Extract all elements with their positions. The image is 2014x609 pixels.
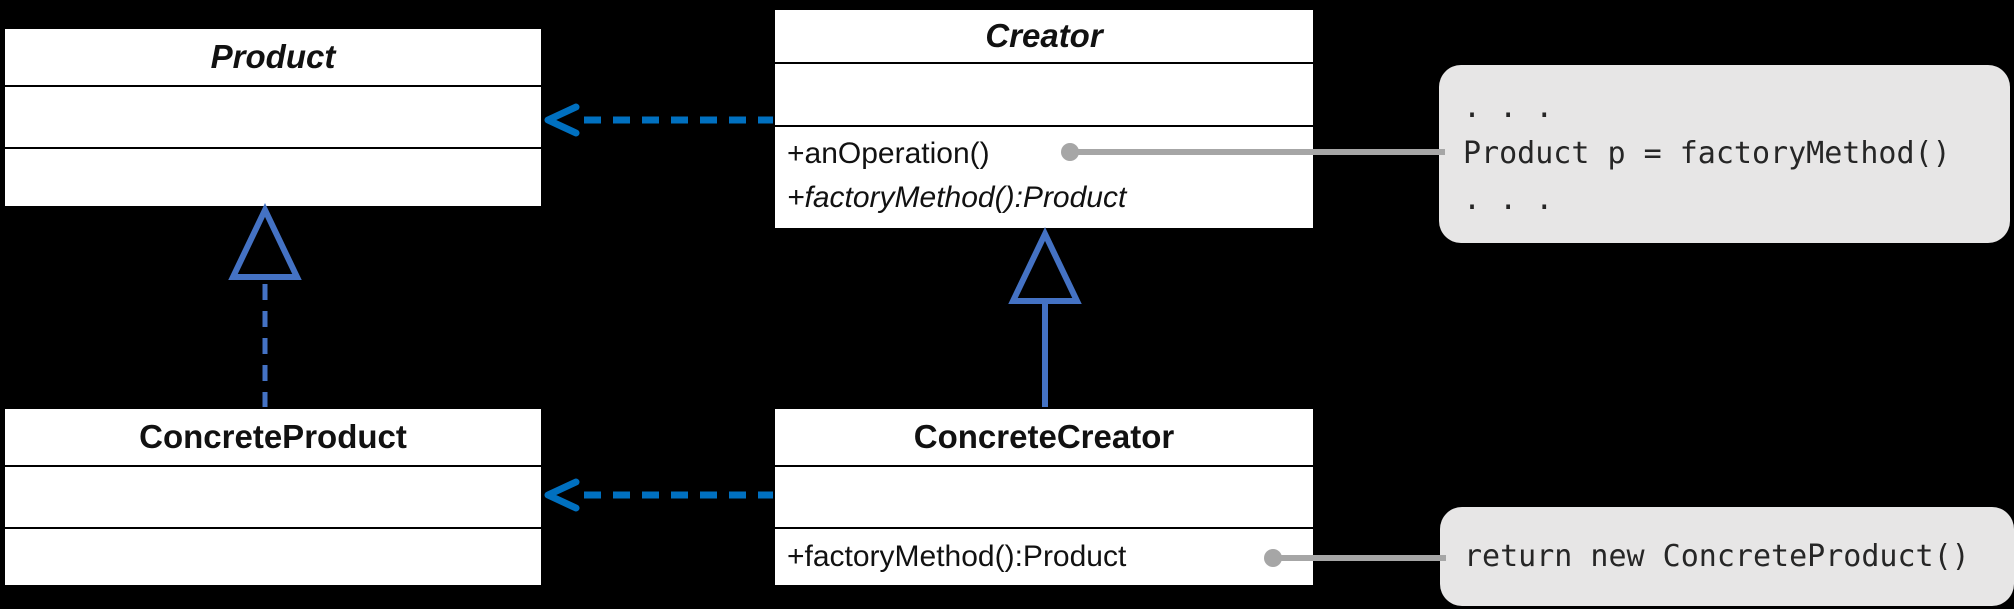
open-arrowhead-icon [544,478,580,512]
dependency-arrow-concrete-creator-to-concrete-product [544,478,773,512]
realization-arrow-concrete-product-to-product [228,203,302,407]
dependency-arrow-creator-to-product [544,103,773,137]
concrete-product-attributes-compartment [5,467,541,529]
concrete-creator-attributes-compartment [775,467,1313,529]
creator-attributes-compartment [775,64,1313,127]
hollow-triangle-icon [1008,227,1082,304]
creator-op-factorymethod: +factoryMethod():Product [787,181,1127,214]
creator-operations-compartment: +anOperation() +factoryMethod():Product [775,127,1313,228]
generalization-arrow-concrete-creator-to-creator [1008,227,1082,407]
product-attributes-compartment [5,87,541,149]
class-box-creator: Creator +anOperation() +factoryMethod():… [773,8,1315,230]
note-concrete-creator-line-1: return new ConcreteProduct() [1464,538,1970,574]
class-title-product: Product [5,29,541,87]
hollow-triangle-icon [228,203,302,280]
creator-op-anoperation: +anOperation() [787,137,990,170]
concrete-creator-op-factorymethod: +factoryMethod():Product [787,540,1127,573]
note-concrete-creator-code: return new ConcreteProduct() [1440,507,2014,606]
class-box-product: Product [3,27,543,208]
concrete-product-operations-compartment [5,529,541,585]
open-arrowhead-icon [544,103,580,137]
class-title-creator: Creator [775,10,1313,64]
note-creator-line-3: . . . [1463,182,1554,217]
concrete-creator-operations-compartment: +factoryMethod():Product [775,529,1313,585]
note-creator-line-1: . . . [1463,90,1554,125]
class-box-concrete-creator: ConcreteCreator +factoryMethod():Product [773,407,1315,587]
note-creator-code: . . . Product p = factoryMethod() . . . [1439,65,2010,243]
note-creator-line-2: Product p = factoryMethod() [1463,136,1951,171]
class-title-concrete-product: ConcreteProduct [5,409,541,467]
class-box-concrete-product: ConcreteProduct [3,407,543,587]
class-title-concrete-creator: ConcreteCreator [775,409,1313,467]
product-operations-compartment [5,149,541,206]
